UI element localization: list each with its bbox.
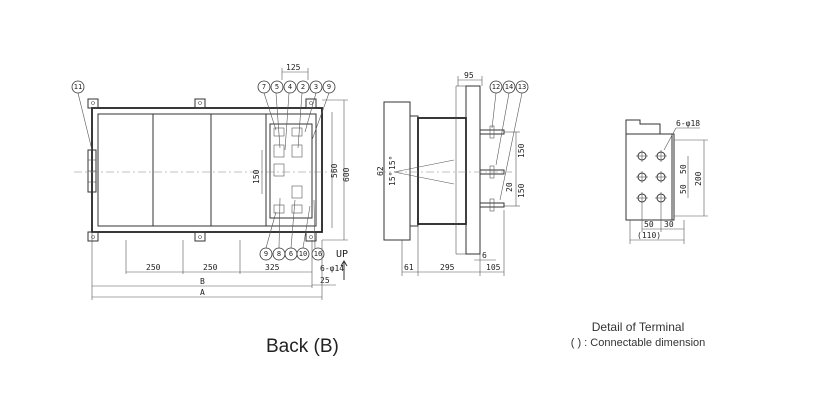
up-label: UP — [336, 249, 348, 260]
svg-text:8: 8 — [277, 250, 281, 258]
callout-11: 11 — [71, 80, 85, 94]
dim-125: 125 — [286, 63, 301, 72]
connectable-dimension-note: ( ) : Connectable dimension — [570, 337, 706, 349]
side-frame-left — [383, 101, 411, 241]
terminal-plate — [625, 119, 673, 221]
svg-text:13: 13 — [518, 83, 526, 91]
terminal-holes — [636, 150, 667, 204]
callout-14: 14 — [502, 80, 516, 94]
svg-text:16: 16 — [314, 250, 322, 258]
callout-9-bottom: 9 — [259, 247, 273, 261]
dim-250-a: 250 — [146, 263, 161, 272]
dim-200: 200 — [694, 171, 703, 186]
dim-B: B — [200, 277, 205, 286]
svg-text:7: 7 — [262, 83, 266, 91]
back-view-caption: Back (B) — [266, 336, 339, 357]
dim-50-h: 50 — [644, 220, 654, 229]
terminal-detail: 6-φ18 50 50 200 50 30 (110) — [625, 119, 708, 244]
dim-A: A — [200, 288, 205, 297]
dim-95: 95 — [464, 71, 474, 80]
dim-150-back: 150 — [252, 169, 261, 184]
svg-text:3: 3 — [314, 83, 318, 91]
svg-text:9: 9 — [264, 250, 268, 258]
dim-61: 61 — [404, 263, 414, 272]
side-view: 62 15° 15° 150 20 150 95 12 14 13 61 295… — [376, 71, 529, 276]
dim-20: 20 — [505, 182, 514, 192]
dim-50-v-a: 50 — [679, 164, 688, 174]
side-back-plate — [465, 85, 481, 255]
bracket-bottom-left — [87, 231, 99, 242]
bracket-bottom-right — [305, 231, 317, 242]
dim-6: 6 — [482, 251, 487, 260]
callout-7: 7 — [257, 80, 271, 94]
holes-label-back: 6-φ14 — [320, 264, 344, 273]
bracket-top-right — [305, 98, 317, 109]
dim-30-h: 30 — [664, 220, 674, 229]
holes-label-terminal: 6-φ18 — [676, 119, 700, 128]
back-body-inner — [97, 113, 317, 227]
dim-150-side-a: 150 — [517, 143, 526, 158]
callout-8: 8 — [272, 247, 286, 261]
callout-5: 5 — [270, 80, 284, 94]
dim-15-deg-a: 15° — [388, 156, 397, 170]
svg-text:12: 12 — [492, 83, 500, 91]
back-body-outline — [91, 107, 323, 233]
bracket-top-left — [87, 98, 99, 109]
dim-50-v-b: 50 — [679, 184, 688, 194]
svg-text:2: 2 — [301, 83, 305, 91]
dim-62: 62 — [376, 166, 385, 176]
dim-295: 295 — [440, 263, 455, 272]
dim-150-side-b: 150 — [517, 183, 526, 198]
callout-3: 3 — [309, 80, 323, 94]
svg-text:4: 4 — [288, 83, 292, 91]
dim-105: 105 — [486, 263, 501, 272]
dim-15-deg-b: 15° — [388, 172, 397, 186]
right-terminal-block — [269, 123, 313, 219]
svg-text:11: 11 — [74, 83, 82, 91]
svg-text:5: 5 — [275, 83, 279, 91]
bracket-top-mid — [194, 98, 206, 109]
dim-25: 25 — [320, 276, 330, 285]
callout-13: 13 — [515, 80, 529, 94]
side-body — [417, 117, 467, 225]
dim-110-h: (110) — [637, 231, 661, 240]
svg-text:14: 14 — [505, 83, 513, 91]
callout-2: 2 — [296, 80, 310, 94]
svg-text:6: 6 — [289, 250, 293, 258]
dim-600: 600 — [342, 167, 351, 182]
back-view: 560 600 150 125 11 7 5 4 2 3 9 — [71, 63, 351, 300]
dim-325: 325 — [265, 263, 280, 272]
bracket-bottom-mid — [194, 231, 206, 242]
callout-12: 12 — [489, 80, 503, 94]
terminal-caption: Detail of Terminal — [591, 320, 685, 334]
svg-text:10: 10 — [299, 250, 307, 258]
callout-10: 10 — [296, 247, 310, 261]
dim-560: 560 — [330, 163, 339, 178]
dim-250-b: 250 — [203, 263, 218, 272]
svg-text:9: 9 — [327, 83, 331, 91]
callout-9-top: 9 — [322, 80, 336, 94]
callout-4: 4 — [283, 80, 297, 94]
callout-6: 6 — [284, 247, 298, 261]
